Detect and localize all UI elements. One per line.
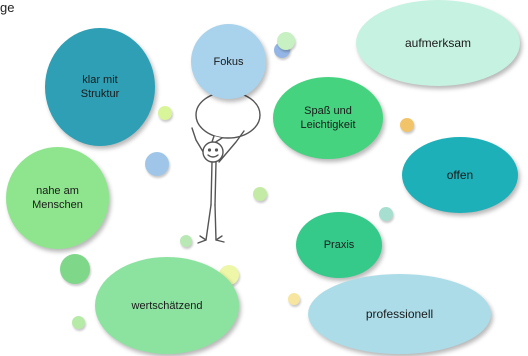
bubble-klar-mit-struktur: klar mit Struktur: [45, 28, 155, 146]
bubble-spass-und-leichtigkeit: Spaß und Leichtigkeit: [273, 77, 383, 159]
bubble-professionell-label: professionell: [365, 307, 434, 321]
decorative-dot: [158, 106, 172, 120]
bubble-offen-label: offen: [446, 168, 474, 182]
bubble-klar-mit-struktur-label: klar mit Struktur: [80, 74, 120, 100]
bubble-fokus: Fokus: [191, 24, 266, 99]
bubble-wertschaetzend-label: wertschätzend: [131, 299, 203, 312]
decorative-dot: [180, 235, 192, 247]
bubble-nahe-am-menschen: nahe am Menschen: [6, 147, 109, 249]
decorative-dot: [60, 254, 90, 284]
bubble-aufmerksam: aufmerksam: [356, 0, 520, 86]
decorative-dot: [400, 118, 414, 132]
decorative-dot: [145, 152, 169, 176]
bubble-professionell: professionell: [308, 274, 491, 354]
decorative-dot: [288, 293, 300, 305]
bubble-aufmerksam-label: aufmerksam: [404, 36, 472, 50]
decorative-dot: [379, 207, 393, 221]
decorative-dot: [253, 187, 267, 201]
bubble-fokus-label: Fokus: [213, 55, 244, 68]
bubble-praxis-label: Praxis: [323, 239, 355, 251]
bubble-offen: offen: [402, 137, 518, 213]
bubble-nahe-am-menschen-label: nahe am Menschen: [32, 185, 83, 211]
decorative-dot: [72, 316, 85, 329]
bubble-spass-und-leichtigkeit-label: Spaß und Leichtigkeit: [300, 105, 356, 131]
bubble-wertschaetzend: wertschätzend: [95, 257, 239, 354]
header-fragment: ge: [0, 0, 15, 15]
bubble-praxis: Praxis: [296, 212, 382, 278]
decorative-dot: [277, 32, 295, 50]
